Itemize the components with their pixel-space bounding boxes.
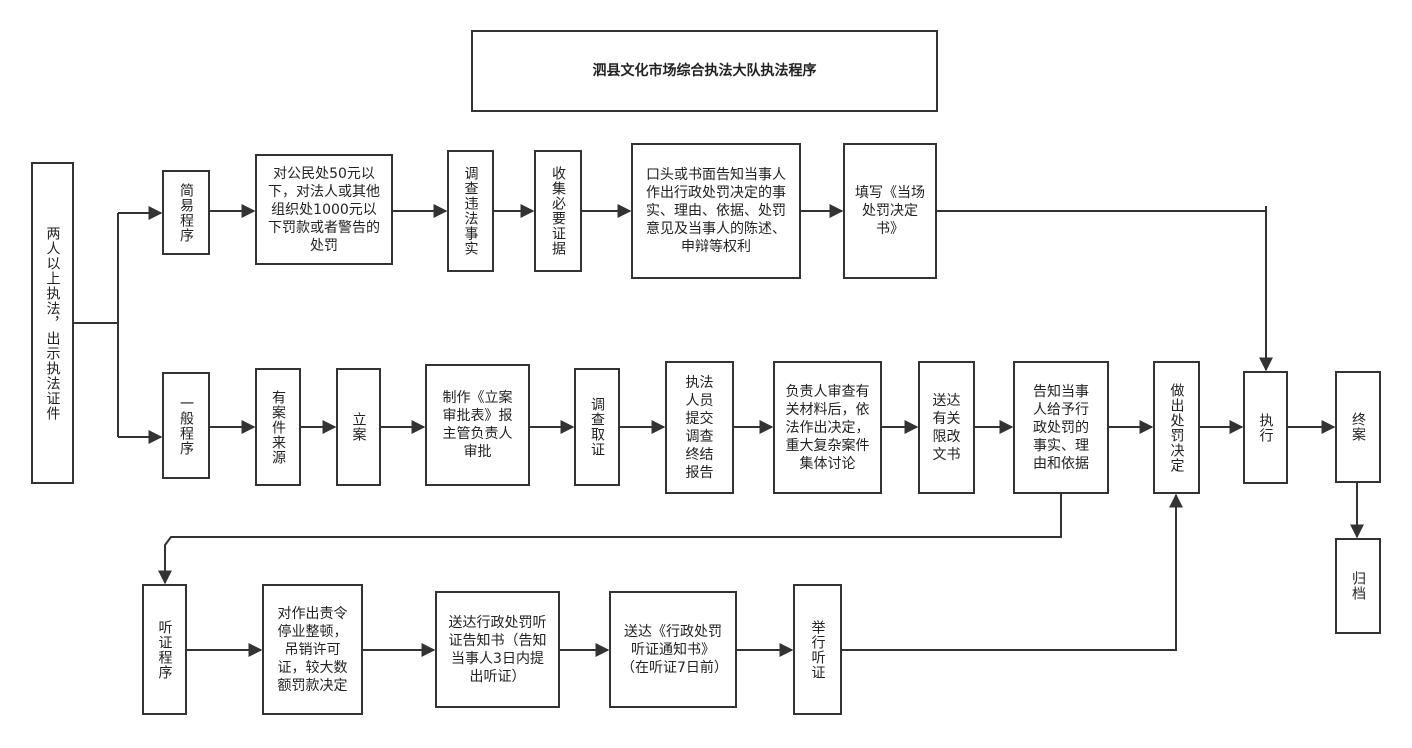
notify-box: 告知当事人给予行政处罚的事实、理由和依据 <box>1013 361 1109 494</box>
archive-box: 归档 <box>1335 538 1381 634</box>
simple-fill-box: 填写《当场处罚决定书》 <box>843 143 937 279</box>
hearing-notice2-box: 送达《行政处罚听证通知书》（在听证7日前） <box>609 591 737 708</box>
hearing-notice-box: 送达行政处罚听证告知书（告知当事人3日内提出听证） <box>435 591 560 708</box>
arrow-simple-to-execute <box>937 210 1273 372</box>
simple-penalty-box: 对公民处50元以下，对法人或其他组织处1000元以下罚款或者警告的处罚 <box>255 154 393 265</box>
simple-inform-box: 口头或书面告知当事人作出行政处罚决定的事实、理由、依据、处罚意见及当事人的陈述、… <box>631 143 801 279</box>
execute-box: 执行 <box>1243 371 1288 484</box>
arrow-hearing-to-decision <box>842 493 1183 651</box>
deliver-box: 送达有关限改文书 <box>918 361 975 494</box>
decision-box: 做出处罚决定 <box>1153 361 1200 494</box>
arrow-notify-to-hearing <box>158 494 1062 585</box>
review-box: 负责人审查有关材料后，依法作出决定，重大复杂案件集体讨论 <box>773 361 882 494</box>
evidence-box: 调查取证 <box>574 368 620 486</box>
case-source-box: 有案件来源 <box>255 368 301 486</box>
register-box: 立案 <box>336 368 381 486</box>
close-case-box: 终案 <box>1335 371 1381 483</box>
approval-box: 制作《立案审批表》报主管负责人审批 <box>425 364 530 486</box>
start-box: 两人以上执法，出示执法证件 <box>31 162 74 484</box>
hearing-procedure-box: 听证程序 <box>142 584 187 715</box>
submit-report-box: 执法人员提交调查终结报告 <box>665 361 734 494</box>
general-procedure-box: 一般程序 <box>162 372 210 479</box>
simple-collect-box: 收集必要证据 <box>534 150 582 272</box>
hearing-cases-box: 对作出责令停业整顿，吊销许可证，较大数额罚款决定 <box>262 584 363 715</box>
simple-procedure-box: 简易程序 <box>162 170 210 255</box>
page-title: 泗县文化市场综合执法大队执法程序 <box>471 30 938 112</box>
simple-investigate-box: 调查违法事实 <box>447 150 494 272</box>
hold-hearing-box: 举行听证 <box>793 584 842 715</box>
